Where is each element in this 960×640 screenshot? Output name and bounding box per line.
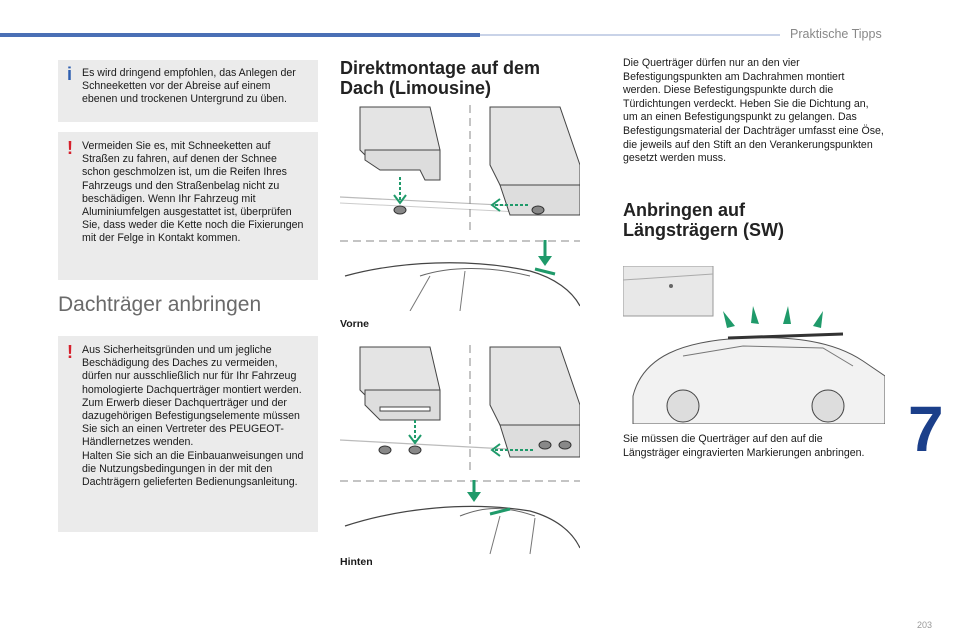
illustration-car-front	[340, 240, 580, 311]
header-bar-light	[480, 34, 780, 36]
info-icon: i	[67, 64, 73, 84]
heading-laengstraeger: Anbringen auf Längsträgern (SW)	[623, 200, 785, 240]
illustration-sw-roof-rails	[623, 266, 885, 424]
heading-direktmontage: Direktmontage auf dem Dach (Limousine)	[340, 58, 541, 98]
illustration-front-clamp	[340, 105, 580, 230]
caption-vorne: Vorne	[340, 318, 369, 330]
chapter-number: 7	[908, 393, 944, 465]
section-title: Praktische Tipps	[790, 27, 882, 41]
warning-text-snow-chains: Vermeiden Sie es, mit Schneeketten auf S…	[82, 140, 304, 245]
warning-icon: !	[67, 342, 73, 362]
illustration-car-rear	[340, 480, 580, 555]
info-text: Es wird dringend empfohlen, das Anlegen …	[82, 67, 296, 106]
warning-box-roof-bars: ! Aus Sicherheitsgründen und um jegliche…	[58, 336, 318, 532]
caption-hinten: Hinten	[340, 556, 373, 568]
warning-icon: !	[67, 138, 73, 158]
heading-dachtraeger: Dachträger anbringen	[58, 293, 262, 316]
header-bar	[0, 33, 480, 37]
paragraph-laengstraeger: Sie müssen die Querträger auf den auf di…	[623, 433, 865, 459]
illustration-rear-clamp	[340, 345, 580, 470]
warning-box-snow-chains: ! Vermeiden Sie es, mit Schneeketten auf…	[58, 132, 318, 280]
page-number: 203	[916, 620, 932, 630]
info-box: i Es wird dringend empfohlen, das Anlege…	[58, 60, 318, 122]
paragraph-direktmontage: Die Querträger dürfen nur an den vier Be…	[623, 57, 884, 165]
warning-text-roof-bars: Aus Sicherheitsgründen und um jegliche B…	[82, 344, 304, 489]
